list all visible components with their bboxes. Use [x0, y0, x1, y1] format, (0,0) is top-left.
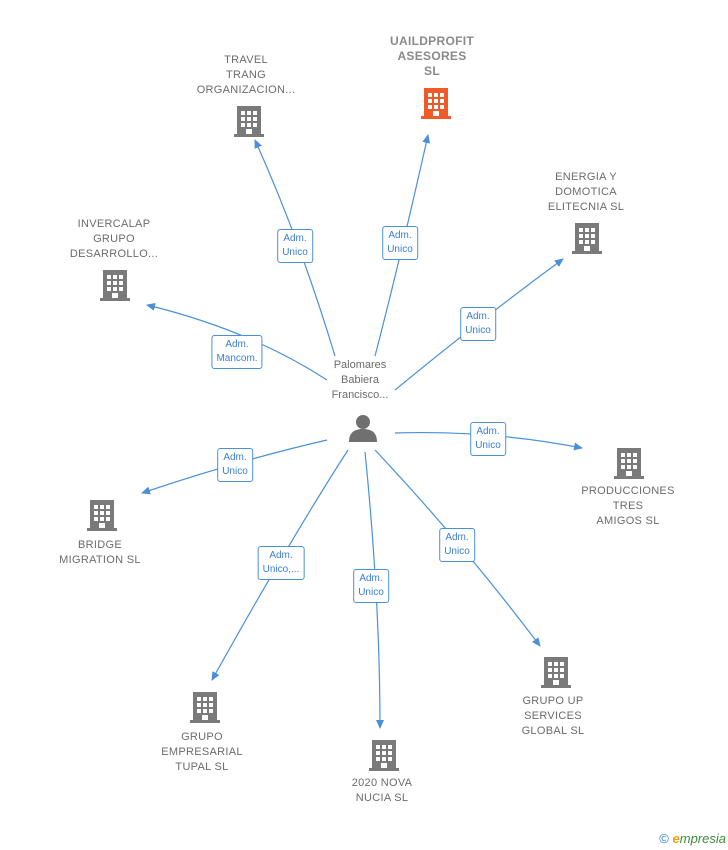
role-badge-line: Adm. [225, 339, 249, 350]
center-person-label[interactable]: Palomares Babiera Francisco... [310, 358, 410, 403]
role-badge-line: Adm. [388, 230, 412, 241]
role-badge-invercalap[interactable]: Adm. Mancom. [211, 335, 263, 369]
brand-initial: e [672, 831, 680, 846]
company-label-grupoup[interactable]: GRUPO UP SERVICES GLOBAL SL [483, 694, 623, 739]
company-label-line: GLOBAL SL [521, 725, 585, 737]
role-badge-line: Unico [465, 325, 491, 336]
company-label-energia[interactable]: ENERGIA Y DOMOTICA ELITECNIA SL [516, 170, 656, 215]
company-label-line: ENERGIA Y [555, 171, 617, 183]
company-label-line: MIGRATION SL [59, 554, 141, 566]
company-label-line: 2020 NOVA [351, 777, 413, 789]
building-icon[interactable] [190, 690, 220, 729]
role-badge-travel[interactable]: Adm. Unico [277, 229, 313, 263]
company-label-travel[interactable]: TRAVEL TRANG ORGANIZACION... [176, 53, 316, 98]
role-badge-line: Mancom. [216, 353, 258, 364]
company-label-line: EMPRESARIAL [161, 746, 243, 758]
role-badge-line: Adm. [476, 426, 500, 437]
company-label-line: DOMOTICA [555, 186, 617, 198]
company-label-line: ELITECNIA SL [547, 201, 625, 213]
company-label-nova[interactable]: 2020 NOVA NUCIA SL [312, 776, 452, 806]
role-badge-line: Unico [475, 440, 501, 451]
company-label-line: SERVICES [524, 710, 582, 722]
building-icon[interactable] [87, 498, 117, 537]
company-label-producciones[interactable]: PRODUCCIONES TRES AMIGOS SL [558, 484, 698, 529]
role-badge-bridge[interactable]: Adm. Unico [217, 448, 253, 482]
company-label-line: TRANG [226, 69, 266, 81]
role-badge-line: Adm. [223, 452, 247, 463]
center-label-line-1: Palomares [333, 359, 387, 371]
company-label-line: GRUPO UP [522, 695, 584, 707]
role-badge-line: Unico [222, 466, 248, 477]
building-icon[interactable] [541, 655, 571, 694]
company-label-line: TRES [612, 500, 644, 512]
company-label-line: AMIGOS SL [596, 515, 660, 527]
company-label-tupal[interactable]: GRUPO EMPRESARIAL TUPAL SL [132, 730, 272, 775]
copyright-symbol: © [659, 831, 669, 846]
role-badge-grupoup[interactable]: Adm. Unico [439, 528, 475, 562]
company-label-line: UAILDPROFIT [390, 34, 474, 48]
role-badge-nova[interactable]: Adm. Unico [353, 569, 389, 603]
role-badge-line: Unico [282, 247, 308, 258]
company-label-line: TUPAL SL [175, 761, 229, 773]
company-label-line: ORGANIZACION... [196, 84, 296, 96]
role-badge-line: Unico [358, 587, 384, 598]
building-icon[interactable] [614, 446, 644, 485]
role-badge-line: Unico [387, 244, 413, 255]
role-badge-line: Adm. [359, 573, 383, 584]
role-badge-tupal[interactable]: Adm. Unico,... [257, 546, 305, 580]
company-label-invercalap[interactable]: INVERCALAP GRUPO DESARROLLO... [44, 217, 184, 262]
building-icon[interactable] [369, 738, 399, 777]
role-badge-energia[interactable]: Adm. Unico [460, 307, 496, 341]
role-badge-uaildprofit[interactable]: Adm. Unico [382, 226, 418, 260]
role-badge-line: Adm. [466, 311, 490, 322]
building-icon[interactable] [234, 104, 264, 143]
company-label-line: BRIDGE [78, 539, 122, 551]
company-label-line: NUCIA SL [355, 792, 409, 804]
brand-name: mpresia [679, 831, 726, 846]
building-icon[interactable] [100, 268, 130, 307]
role-badge-line: Unico [444, 546, 470, 557]
building-icon[interactable] [572, 221, 602, 260]
building-icon[interactable] [421, 86, 451, 125]
company-label-line: SL [424, 64, 440, 78]
company-label-line: INVERCALAP [77, 218, 151, 230]
role-badge-line: Adm. [269, 550, 293, 561]
person-icon[interactable] [347, 412, 379, 444]
company-label-line: ASESORES [397, 49, 467, 63]
company-label-line: TRAVEL [224, 54, 268, 66]
company-label-line: DESARROLLO... [69, 248, 159, 260]
center-label-line-2: Babiera [341, 374, 379, 386]
company-label-line: PRODUCCIONES [581, 485, 675, 497]
company-label-bridge[interactable]: BRIDGE MIGRATION SL [30, 538, 170, 568]
role-badge-line: Adm. [283, 233, 307, 244]
brand-watermark: © empresia [659, 831, 726, 846]
role-badge-line: Adm. [445, 532, 469, 543]
company-label-line: GRUPO [93, 233, 135, 245]
role-badge-producciones[interactable]: Adm. Unico [470, 422, 506, 456]
role-badge-line: Unico,... [262, 564, 300, 575]
center-label-line-3: Francisco... [331, 389, 389, 401]
company-label-line: GRUPO [181, 731, 223, 743]
